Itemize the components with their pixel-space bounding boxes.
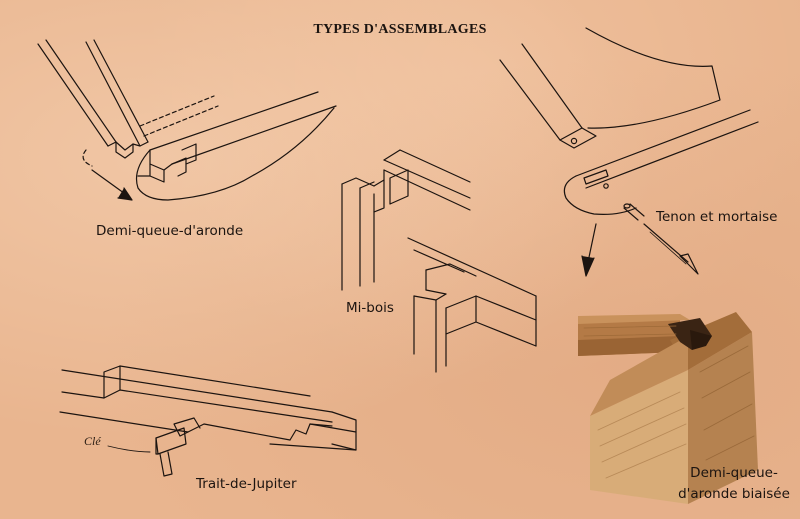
skewed-dovetail-photo [578, 312, 758, 504]
mortise-tenon-label: Tenon et mortaise [656, 209, 778, 225]
half-dovetail-drawing [37, 39, 337, 201]
skewed-dovetail-label-line2: d'aronde biaisée [678, 486, 790, 502]
mortise-tenon-drawing [499, 27, 759, 277]
half-lap-drawing [341, 149, 537, 373]
skewed-dovetail-label: Demi-queue- d'aronde biaisée [668, 463, 800, 505]
scarf-joint-drawing [59, 365, 357, 477]
page-title: TYPES D'ASSEMBLAGES [313, 22, 487, 37]
skewed-dovetail-label-line1: Demi-queue- [690, 465, 778, 481]
half-dovetail-label: Demi-queue-d'aronde [96, 223, 244, 239]
key-label: Clé [84, 434, 101, 448]
scarf-joint-label: Trait-de-Jupiter [196, 476, 297, 492]
half-lap-label: Mi-bois [346, 300, 394, 316]
